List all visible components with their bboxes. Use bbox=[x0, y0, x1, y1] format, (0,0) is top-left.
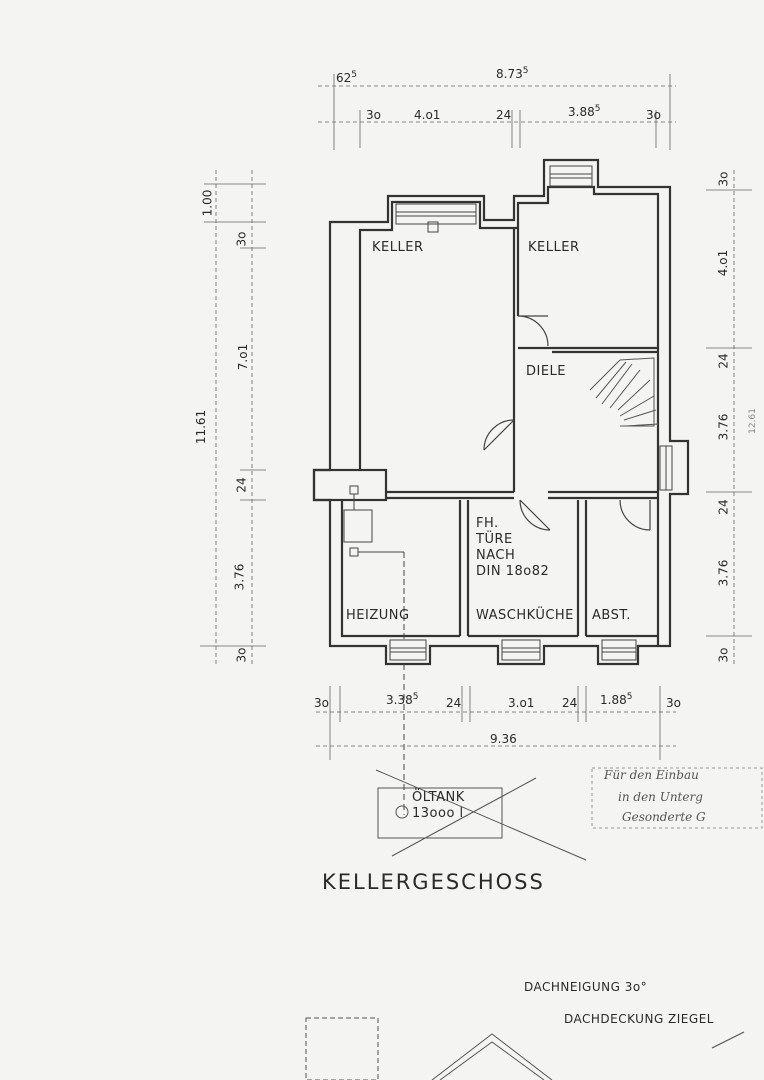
roof-covering-note: DACHDECKUNG ZIEGEL bbox=[564, 1012, 714, 1026]
dim-right-6: 3.76 bbox=[716, 559, 731, 587]
dim-top-inner-3: 24 bbox=[496, 108, 512, 122]
roof-profile bbox=[431, 1033, 553, 1080]
dim-bottom-5: 24 bbox=[562, 696, 578, 710]
room-label-heizung: HEIZUNG bbox=[346, 608, 410, 623]
door-note-line-1: FH. bbox=[476, 516, 499, 531]
window-bottom-3 bbox=[601, 639, 637, 661]
tank-volume: 13ooo l bbox=[412, 806, 464, 821]
dim-bottom-6: 1.885 bbox=[600, 692, 633, 707]
dim-top-inner-2: 4.o1 bbox=[414, 108, 441, 122]
window-bottom-1 bbox=[389, 639, 427, 661]
dim-left-1: 1.00 bbox=[200, 189, 215, 217]
dim-right-7: 3o bbox=[716, 647, 731, 663]
dim-top-inner-4: 3.885 bbox=[568, 104, 601, 119]
door-abst bbox=[619, 499, 651, 531]
window-top-left bbox=[395, 203, 477, 225]
staircase bbox=[589, 357, 659, 427]
dim-bottom-7: 3o bbox=[666, 696, 681, 710]
dim-right-4: 3.76 bbox=[716, 413, 731, 441]
dim-top-outer-total: 8.735 bbox=[496, 66, 529, 81]
dim-bottom-1: 3o bbox=[314, 696, 329, 710]
oil-tank bbox=[377, 787, 503, 839]
roof-pitch-note: DACHNEIGUNG 3o° bbox=[524, 980, 648, 994]
outer-wall bbox=[312, 158, 690, 666]
dim-bottom-2: 3.385 bbox=[386, 692, 419, 707]
handwritten-note-3: Gesonderte G bbox=[622, 810, 706, 824]
door-diele bbox=[517, 315, 549, 347]
handwritten-note-2: in den Unterg bbox=[618, 790, 703, 804]
dim-right-1: 3o bbox=[716, 171, 731, 187]
room-label-abst: ABST. bbox=[592, 608, 631, 623]
door-keller bbox=[483, 419, 515, 451]
room-label-keller-right: KELLER bbox=[528, 240, 580, 255]
room-label-keller-left: KELLER bbox=[372, 240, 424, 255]
dim-top-outer-left: 625 bbox=[336, 70, 358, 85]
room-label-diele: DIELE bbox=[526, 364, 567, 379]
dim-top-inner-5: 3o bbox=[646, 108, 661, 122]
door-note-line-4: DIN 18o82 bbox=[476, 564, 550, 579]
handwritten-note-1: Für den Einbau bbox=[604, 768, 699, 782]
dim-top-inner-1: 3o bbox=[366, 108, 381, 122]
dim-bottom-3: 24 bbox=[446, 696, 462, 710]
inner-wall bbox=[340, 185, 660, 646]
drawing-title: KELLERGESCHOSS bbox=[322, 870, 545, 894]
dim-right-total: 12.61 bbox=[747, 408, 758, 434]
dim-right-5: 24 bbox=[716, 499, 731, 515]
dim-bottom-4: 3.o1 bbox=[508, 696, 535, 710]
tank-label: ÖLTANK bbox=[412, 790, 465, 805]
dim-bottom-total: 9.36 bbox=[490, 732, 517, 746]
dim-right-2: 4.o1 bbox=[716, 249, 731, 277]
chimney bbox=[312, 468, 388, 502]
door-note-line-3: NACH bbox=[476, 548, 516, 563]
dim-left-total: 11.61 bbox=[194, 409, 209, 445]
door-note-line-2: TÜRE bbox=[476, 532, 513, 547]
boiler bbox=[343, 509, 373, 543]
roof-box bbox=[305, 1017, 379, 1080]
dim-left-4: 24 bbox=[234, 477, 249, 493]
window-bottom-2 bbox=[501, 639, 541, 661]
room-label-waschkueche: WASCHKÜCHE bbox=[476, 608, 574, 623]
door-waschkueche bbox=[519, 499, 551, 531]
dim-left-5: 3.76 bbox=[232, 563, 247, 591]
dim-right-3: 24 bbox=[716, 353, 731, 369]
window-top-right bbox=[549, 165, 593, 187]
dim-left-6: 3o bbox=[234, 647, 249, 663]
dim-left-2: 3o bbox=[234, 231, 249, 247]
dim-left-3: 7.o1 bbox=[236, 343, 251, 371]
